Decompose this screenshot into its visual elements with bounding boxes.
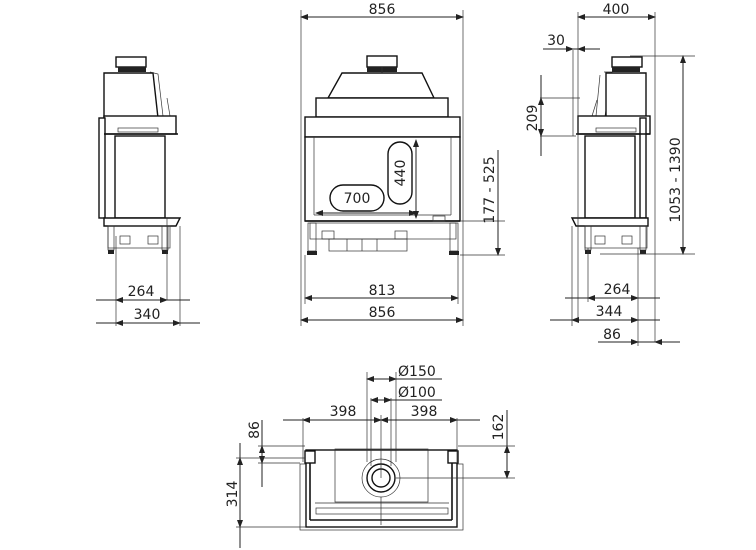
dim-front-856-bottom: 856 [369, 305, 396, 321]
dim-top-d150: Ø150 [398, 364, 436, 380]
glass-width-oval [329, 184, 385, 212]
front-dimensions: 856 813 856 177 - 525 [300, 2, 505, 326]
glass-height-oval [387, 141, 413, 205]
dim-top-d100: Ø100 [398, 385, 436, 401]
dim-right-264: 264 [604, 282, 631, 298]
dim-right-30: 30 [547, 33, 565, 49]
dim-front-856-top: 856 [369, 2, 396, 18]
dim-right-209: 209 [525, 105, 541, 132]
dim-right-86: 86 [603, 327, 621, 343]
dim-top-314: 314 [225, 481, 241, 508]
left-side-dimensions: 264 340 [96, 218, 200, 326]
dim-top-86: 86 [247, 421, 263, 439]
dim-left-340: 340 [134, 307, 161, 323]
dim-top-162: 162 [491, 414, 507, 441]
right-side-dimensions: 400 30 209 1053 - 1390 264 344 86 [525, 2, 695, 346]
dim-front-177-525: 177 - 525 [482, 156, 498, 223]
dim-front-813: 813 [369, 283, 396, 299]
dim-left-264: 264 [128, 284, 155, 300]
front-view: 700 440 [304, 55, 461, 255]
left-side-view [98, 56, 182, 254]
dim-right-344: 344 [596, 304, 623, 320]
top-view-dimensions: Ø150 Ø100 398 398 86 162 314 [225, 364, 515, 548]
right-side-view [570, 56, 651, 254]
dim-right-1053-1390: 1053 - 1390 [668, 137, 684, 222]
dim-front-700: 700 [344, 191, 371, 207]
dim-top-398-right: 398 [411, 404, 438, 420]
dim-top-398-left: 398 [330, 404, 357, 420]
top-view [299, 448, 464, 531]
dim-right-400: 400 [603, 2, 630, 18]
dim-front-440: 440 [393, 160, 409, 187]
